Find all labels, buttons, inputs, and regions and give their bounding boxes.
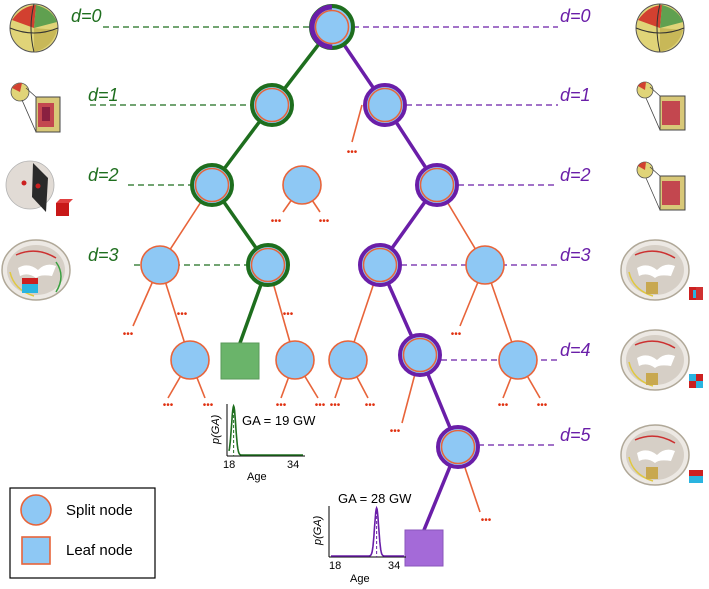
continuation-mark: ••• — [203, 400, 214, 411]
depth-label: d=3 — [560, 245, 591, 265]
split-node — [275, 340, 315, 380]
brain-slice-probe-icon — [1, 239, 71, 301]
leaf-node-green — [220, 342, 260, 380]
continuation-mark: ••• — [451, 329, 462, 340]
purple-plot-ylabel: p(GA) — [312, 515, 324, 546]
green-plot-ylabel: p(GA) — [210, 414, 222, 445]
depth-label: d=2 — [560, 165, 591, 185]
brain-slice-probe-icon — [620, 329, 703, 391]
split-node — [282, 165, 322, 205]
continuation-mark: ••• — [319, 216, 330, 227]
legend-leaf-swatch — [21, 536, 51, 565]
depth-label: d=3 — [88, 245, 119, 265]
split-node — [190, 163, 234, 207]
depth-label: d=2 — [88, 165, 119, 185]
continuation-mark: ••• — [537, 400, 548, 411]
continuation-dots: ••• ••• ••• ••• ••• ••• ••• ••• ••• ••• … — [123, 147, 548, 526]
split-node — [436, 425, 480, 469]
sphere-zoom-icon — [636, 161, 686, 211]
split-node — [398, 333, 442, 377]
purple-plot-tick-max: 34 — [388, 560, 400, 572]
legend: Split node Leaf node — [9, 487, 156, 579]
continuation-mark: ••• — [283, 309, 294, 320]
split-node — [465, 245, 505, 285]
green-plot-tick-max: 34 — [287, 459, 299, 471]
continuation-mark: ••• — [177, 309, 188, 320]
split-node — [250, 83, 294, 127]
depth-label: d=4 — [560, 340, 591, 360]
legend-split-label: Split node — [66, 502, 133, 519]
continuation-mark: ••• — [271, 216, 282, 227]
brain-slice-probe-icon — [620, 239, 703, 301]
continuation-mark: ••• — [498, 400, 509, 411]
continuation-mark: ••• — [481, 515, 492, 526]
purple-plot-tick-min: 18 — [329, 560, 341, 572]
split-node — [498, 340, 538, 380]
continuation-mark: ••• — [123, 329, 134, 340]
split-node — [328, 340, 368, 380]
green-leaf-distribution-plot: GA = 19 GW p(GA) 18 34 Age — [210, 403, 316, 483]
split-node — [170, 340, 210, 380]
split-node — [363, 83, 407, 127]
green-plot-tick-min: 18 — [223, 459, 235, 471]
split-node — [140, 245, 180, 285]
depth-label: d=1 — [88, 85, 119, 105]
continuation-mark: ••• — [365, 400, 376, 411]
depth-label: d=0 — [560, 6, 591, 26]
sphere-patch-icon — [635, 3, 685, 53]
continuation-mark: ••• — [390, 426, 401, 437]
depth-label: d=1 — [560, 85, 591, 105]
purple-depth-guides — [353, 26, 558, 446]
sphere-zoom-icon — [636, 81, 686, 131]
plane-probe-icon — [5, 160, 73, 216]
purple-leaf-distribution-plot: GA = 28 GW p(GA) 18 34 Age — [312, 491, 412, 585]
purple-plot-xlabel: Age — [350, 573, 370, 585]
continuation-mark: ••• — [315, 400, 326, 411]
green-ga-annotation: GA = 19 GW — [242, 413, 316, 428]
brain-slice-probe-icon — [620, 424, 703, 486]
leaf-node-purple — [404, 529, 444, 567]
depth-label: d=5 — [560, 425, 592, 445]
split-node — [415, 163, 459, 207]
split-node — [358, 243, 402, 287]
continuation-mark: ••• — [347, 147, 358, 158]
purple-depth-labels: d=0 d=1 d=2 d=3 d=4 d=5 — [560, 6, 592, 445]
green-plot-xlabel: Age — [247, 471, 267, 483]
purple-ga-annotation: GA = 28 GW — [338, 491, 412, 506]
split-node — [246, 243, 290, 287]
split-nodes — [140, 4, 538, 469]
depth-label: d=0 — [71, 6, 102, 26]
sphere-patch-icon — [9, 3, 59, 53]
continuation-mark: ••• — [276, 400, 287, 411]
continuation-mark: ••• — [163, 400, 174, 411]
legend-leaf-label: Leaf node — [66, 542, 133, 559]
green-depth-labels: d=0 d=1 d=2 d=3 — [71, 6, 119, 265]
continuation-mark: ••• — [330, 400, 341, 411]
legend-split-swatch — [20, 494, 52, 526]
sphere-zoom-icon — [10, 82, 61, 133]
green-depth-guides — [90, 26, 312, 266]
